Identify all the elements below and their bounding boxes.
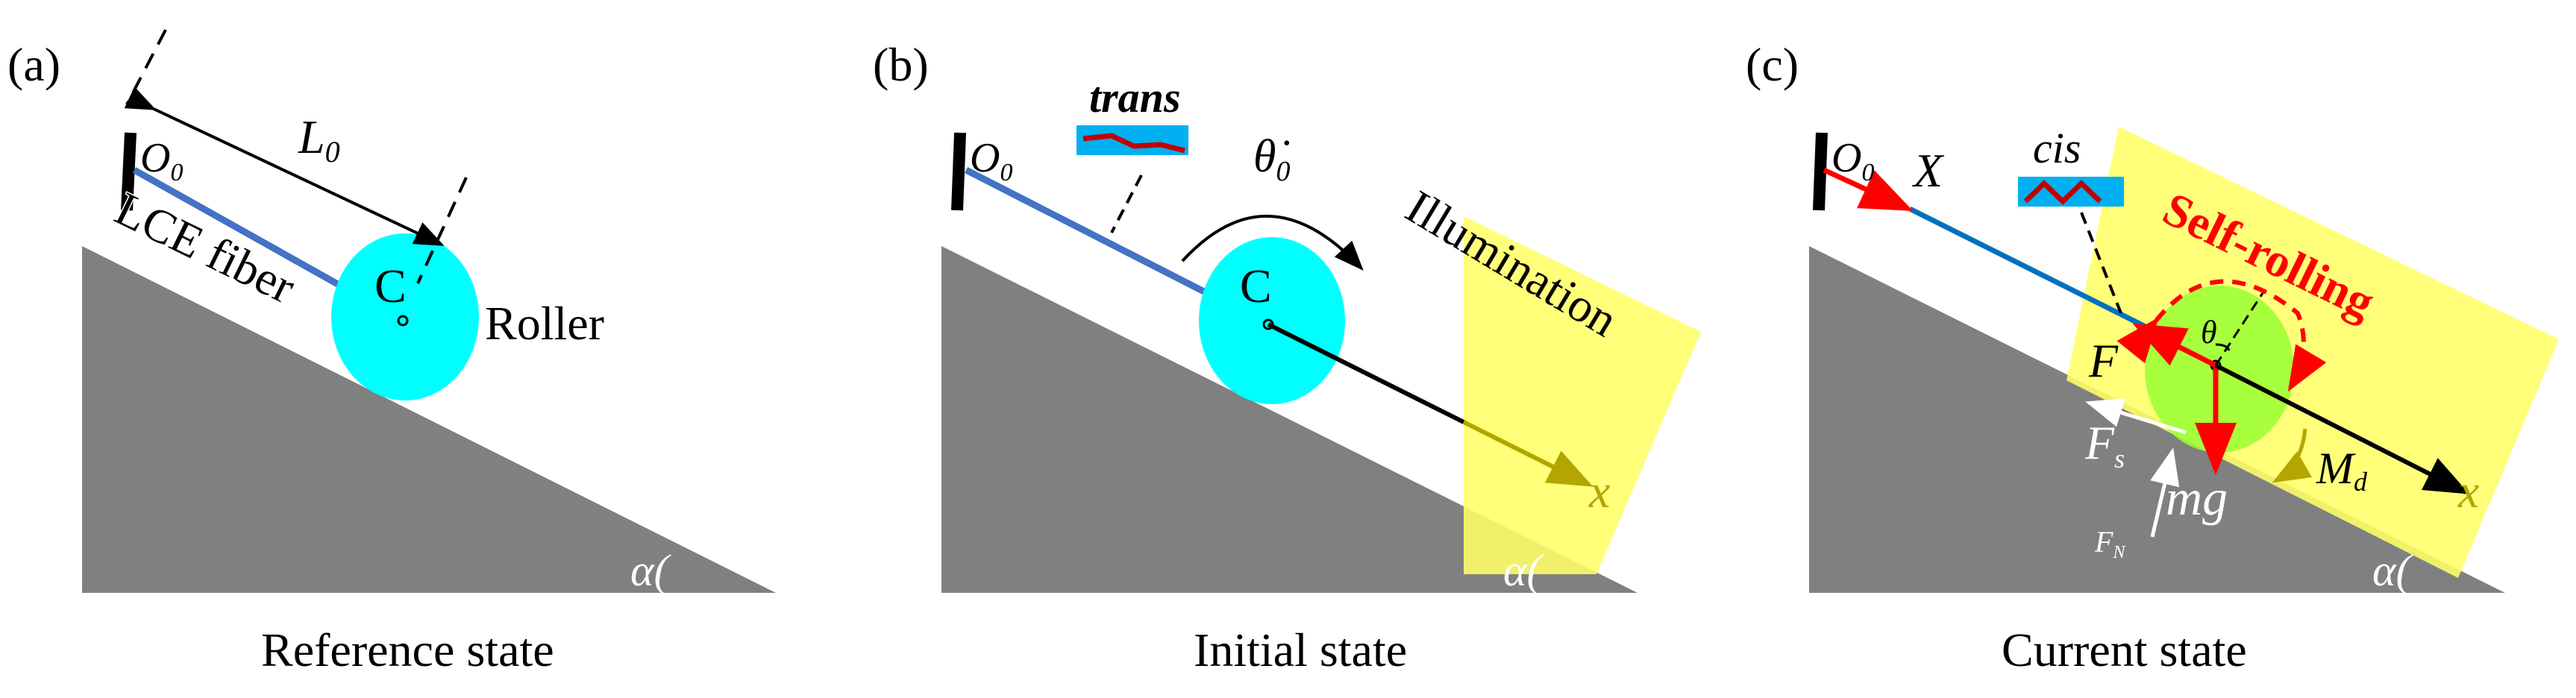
panel-b-origin-label: O0: [970, 135, 1012, 186]
panel-b-wall: [951, 132, 966, 211]
panel-c-FN-label: FN: [2094, 525, 2126, 562]
panel-a-origin-label: O0: [140, 135, 183, 186]
panel-c-angle-label: α(: [2372, 546, 2413, 595]
panel-c-friction-arrow: [2085, 398, 2187, 435]
panel-b-angular-velocity-label: θ̇0: [1253, 131, 1290, 187]
panel-c-cis-wave-icon: [2023, 180, 2102, 205]
panel-c-Md-label: Md: [2316, 444, 2368, 497]
panel-a-length-label: L0: [298, 110, 340, 169]
panel-b-angle-label: α(: [1503, 546, 1544, 595]
panel-b-center-label: C: [1240, 260, 1272, 312]
panel-b-illumination: [1464, 216, 1701, 574]
panel-c-lce-fiber-dark: [1908, 206, 2120, 316]
panel-a-length-arrow: [124, 87, 445, 246]
panel-a-slope: [82, 246, 776, 593]
panel-a-angle-label: α(: [630, 546, 671, 595]
panel-b: (b) O0 trans θ̇0 C Illumination x α( Ini…: [873, 38, 1701, 676]
panel-a-label: (a): [7, 38, 60, 91]
panel-c-X-label: X: [1911, 144, 1945, 197]
panel-b-x-label: x: [1588, 465, 1610, 518]
panel-b-trans-wave-icon: [1082, 133, 1185, 154]
panel-c-mg-label: mg: [2166, 469, 2228, 526]
panel-c-theta-ref-line: [2214, 290, 2266, 366]
panel-b-isomer-label: trans: [1089, 73, 1181, 122]
panel-b-isomer-pointer: [1110, 174, 1143, 233]
panel-a: (a) O0 L0 LCE fiber C Roller α( Referenc…: [7, 29, 776, 676]
panel-c-self-rolling-arrow: [2116, 279, 2327, 392]
panel-c-caption: Current state: [2002, 623, 2247, 676]
panel-c-label: (c): [1746, 38, 1799, 91]
panel-c-origin-label: O0: [1831, 135, 1874, 186]
panel-b-label: (b): [873, 38, 929, 91]
panel-a-caption: Reference state: [261, 623, 554, 676]
panel-c: (c) O0 X cis Self-rolling θ: [1746, 38, 2559, 676]
panel-c-moment-arrow: [2272, 428, 2312, 483]
panel-a-roller-label: Roller: [485, 297, 604, 350]
panel-b-slope: [941, 246, 1638, 593]
panel-c-F-label: F: [2088, 334, 2119, 387]
panel-c-isomer-label: cis: [2033, 124, 2081, 172]
panel-b-x-axis-lit: [1462, 420, 1593, 487]
panel-c-wall: [1813, 132, 1828, 211]
panel-c-Fs-label: Fs: [2084, 416, 2125, 474]
panel-a-roller-center: [397, 315, 409, 327]
panel-b-x-axis-dark: [1267, 322, 1465, 424]
panel-b-caption: Initial state: [1194, 623, 1407, 676]
panel-b-isomer-box: [1077, 125, 1188, 155]
panel-c-displacement-X-arrow: [1823, 167, 1914, 212]
panel-a-dim-left-dashed: [125, 29, 167, 105]
panel-c-normal-force-arrow: [2150, 447, 2180, 538]
panel-c-x-label: x: [2457, 465, 2479, 518]
panel-b-angular-velocity-arrow: [1181, 215, 1364, 271]
panel-c-theta-label: θ: [2201, 314, 2217, 350]
panel-a-center-label: C: [375, 260, 407, 312]
